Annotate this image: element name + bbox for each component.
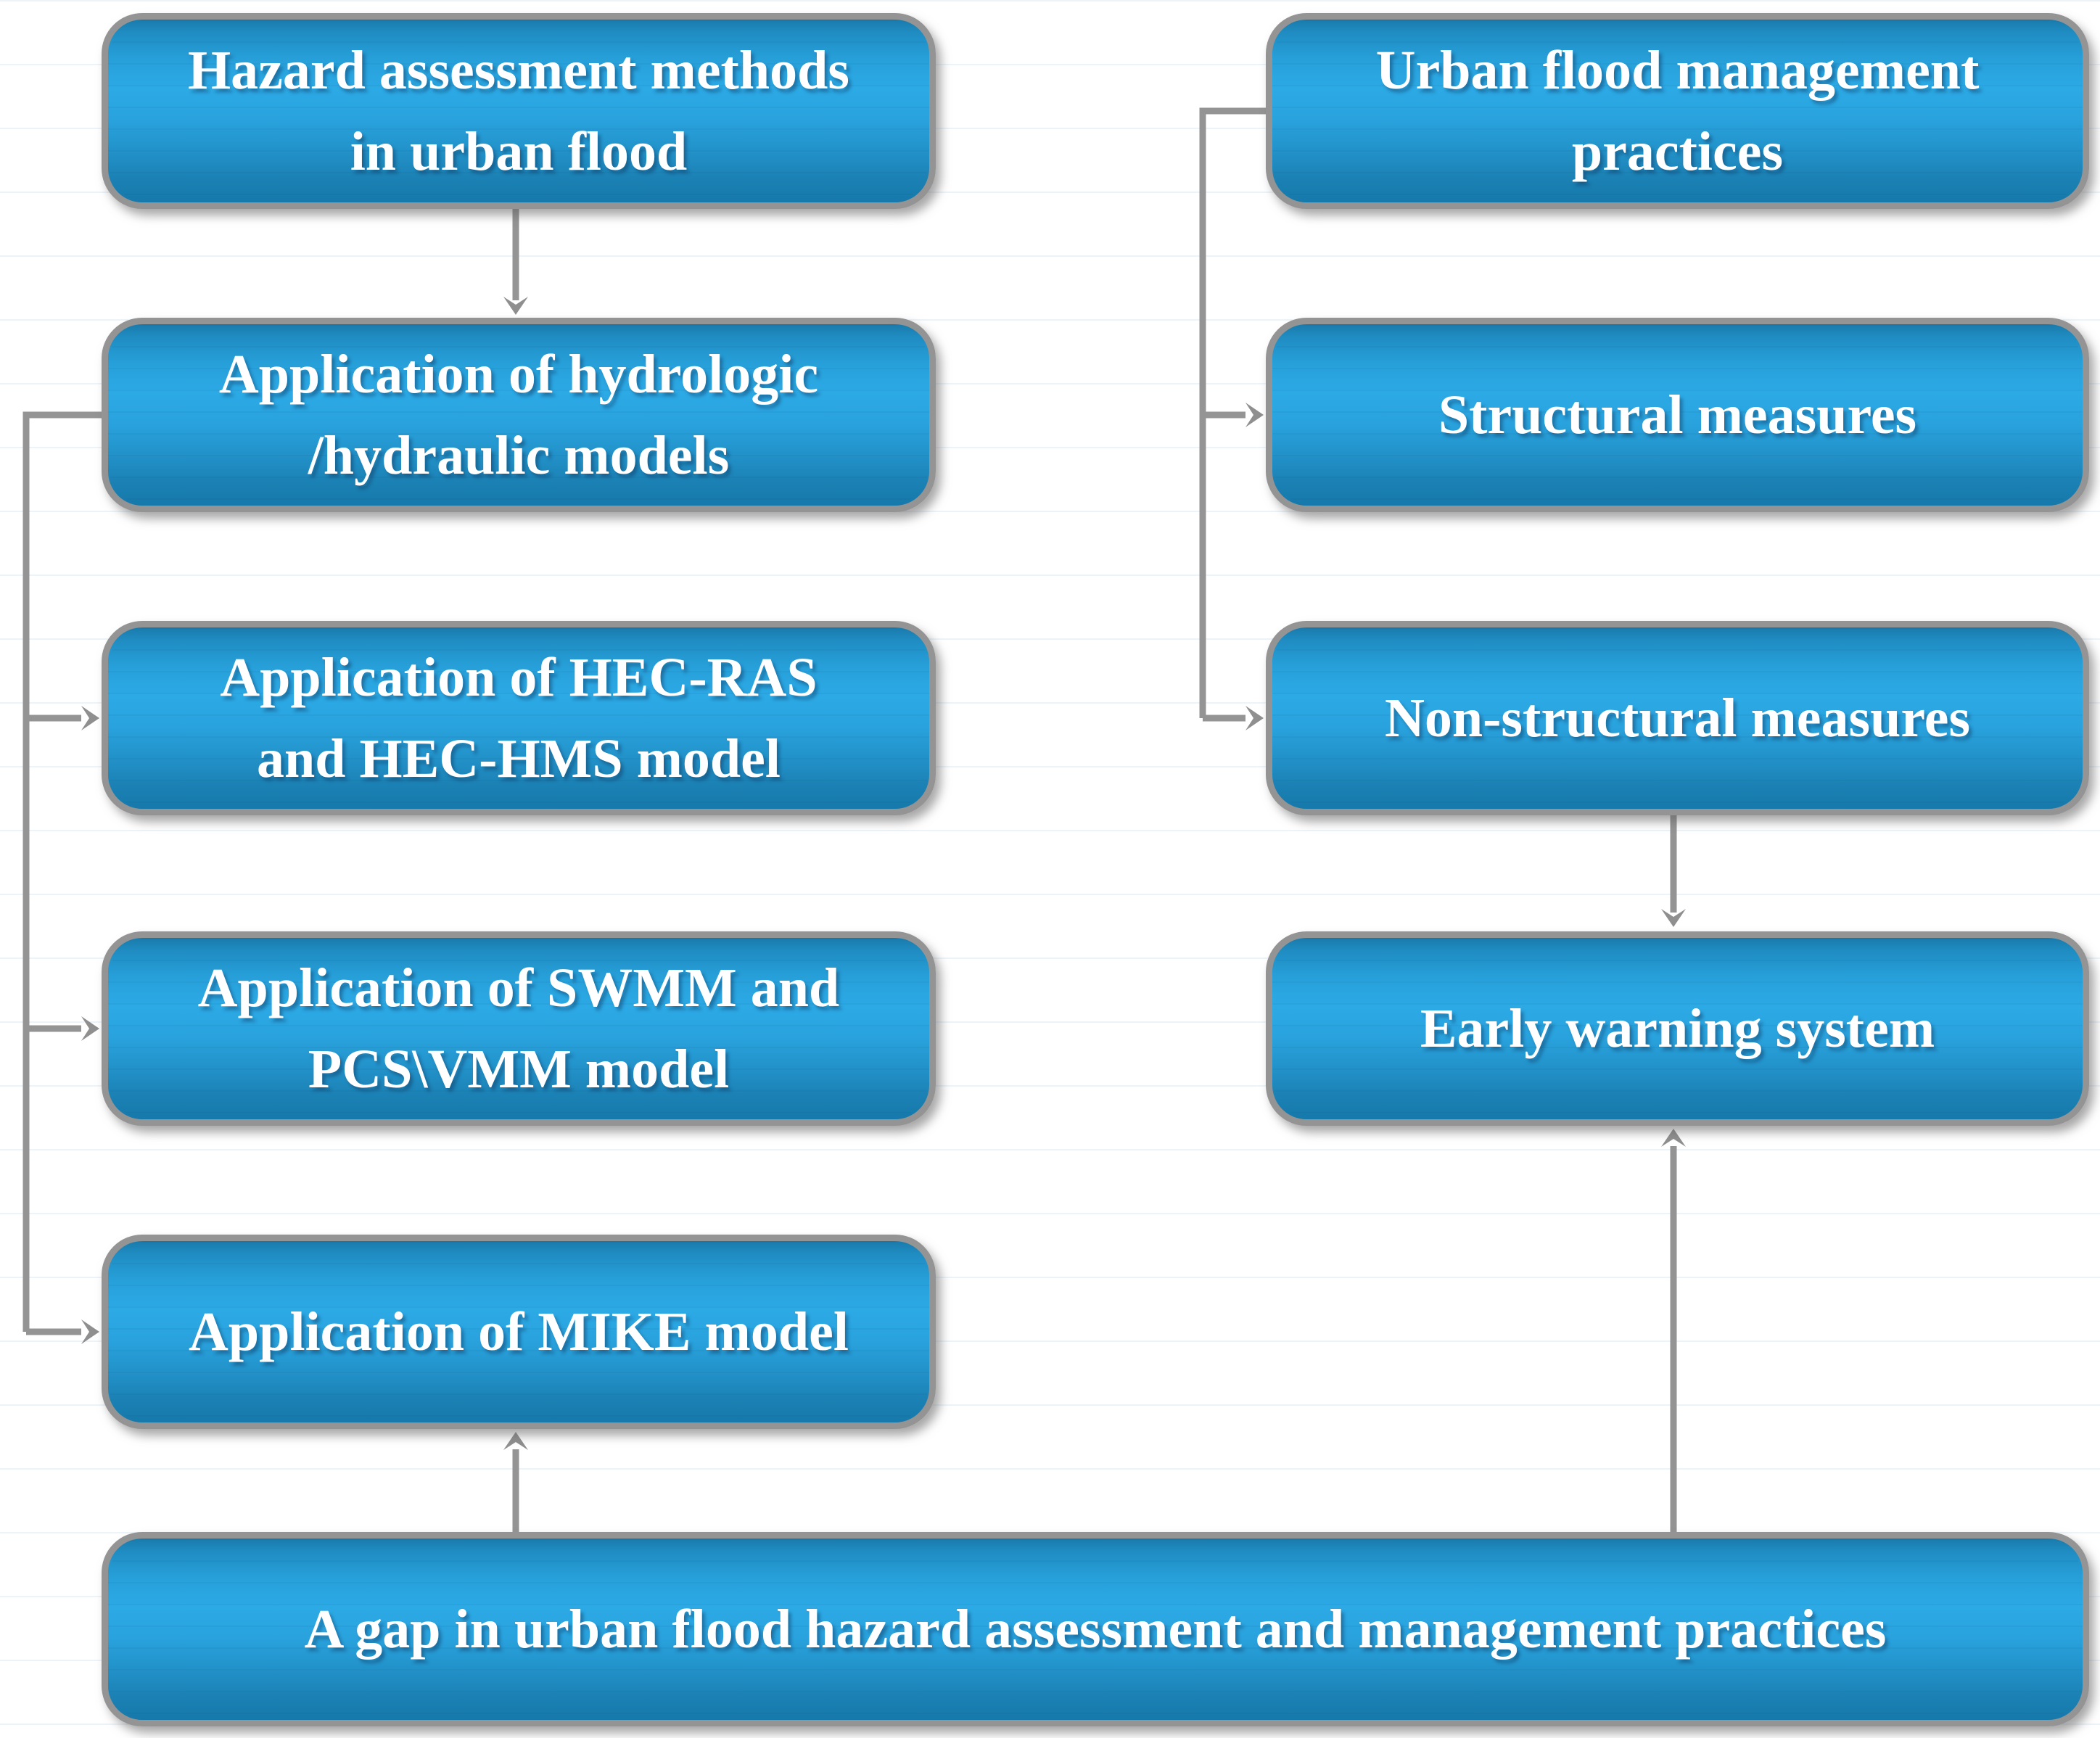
arrow-hazard-to-hydrologic xyxy=(503,207,528,315)
node-label: Application of hydrologic /hydraulic mod… xyxy=(218,344,819,486)
arrow-branch-to-swmm xyxy=(81,1016,99,1041)
node-gap-statement: A gap in urban flood hazard assessment a… xyxy=(102,1532,2089,1726)
node-application-swmm-pcsvmm-model: Application of SWMM and PCS\VMM model xyxy=(102,931,936,1126)
node-label: A gap in urban flood hazard assessment a… xyxy=(304,1599,1887,1660)
arrow-gap-to-earlywarning xyxy=(1661,1129,1686,1532)
node-hazard-assessment-methods: Hazard assessment methods in urban flood xyxy=(102,13,936,209)
node-structural-measures: Structural measures xyxy=(1266,318,2089,512)
node-label: Application of HEC-RAS and HEC-HMS model xyxy=(220,647,818,789)
arrow-branch-to-structural xyxy=(1245,403,1264,427)
connector-hydrologic-branch xyxy=(22,411,102,1335)
node-urban-flood-management-practices: Urban flood management practices xyxy=(1266,13,2089,209)
arrow-branch-to-hecras xyxy=(81,706,99,730)
node-early-warning-system: Early warning system xyxy=(1266,931,2089,1126)
node-application-hydrologic-hydraulic-models: Application of hydrologic /hydraulic mod… xyxy=(102,318,936,512)
node-application-hec-ras-hec-hms-model: Application of HEC-RAS and HEC-HMS model xyxy=(102,621,936,815)
node-label: Non-structural measures xyxy=(1384,688,1971,749)
node-application-mike-model: Application of MIKE model xyxy=(102,1235,936,1429)
node-non-structural-measures: Non-structural measures xyxy=(1266,621,2089,815)
arrow-branch-to-nonstructural xyxy=(1245,706,1264,730)
arrow-branch-to-mike xyxy=(81,1319,99,1344)
node-label: Urban flood management practices xyxy=(1375,40,1980,182)
connector-management-branch xyxy=(1199,107,1266,722)
node-label: Structural measures xyxy=(1438,384,1917,445)
node-label: Application of SWMM and PCS\VMM model xyxy=(197,957,840,1100)
node-label: Application of MIKE model xyxy=(189,1301,849,1362)
node-label: Hazard assessment methods in urban flood xyxy=(188,40,849,182)
arrow-gap-to-mike xyxy=(503,1432,528,1532)
node-label: Early warning system xyxy=(1420,998,1935,1059)
arrow-nonstructural-to-earlywarning xyxy=(1661,815,1686,927)
